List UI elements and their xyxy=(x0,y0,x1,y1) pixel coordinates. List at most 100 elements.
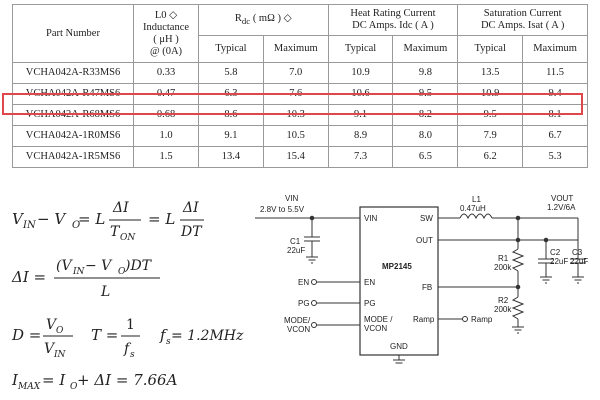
cell-sat-maximum: 5.3 xyxy=(522,146,588,168)
cell-rdc-maximum: 7.6 xyxy=(262,83,329,105)
label-c1-name: C1 xyxy=(290,237,301,246)
cell-sat-typical: 9.5 xyxy=(457,104,524,126)
label-vout: VOUT xyxy=(551,194,573,203)
header-heat-line2: DC Amps. Idc ( A ) xyxy=(352,20,434,31)
label-vin-range: 2.8V to 5.5V xyxy=(260,205,305,214)
header-rdc-sub: dc xyxy=(241,16,251,27)
equation-duty-cycle: D = V O V IN T = 1 f s f s = 1.2MHz xyxy=(11,317,244,360)
eq3-lhs: D = xyxy=(11,326,41,344)
eq3-den: V xyxy=(44,341,56,357)
eq4-end: + ΔI = 7.66A xyxy=(77,371,178,389)
header-rdc: Rdc ( mΩ ) ◇ xyxy=(198,4,329,36)
cell-heat-maximum: 8.2 xyxy=(392,104,459,126)
cell-heat-typical: 10.6 xyxy=(327,83,394,105)
eq3-t-num: 1 xyxy=(126,317,135,333)
eq4-mid: = I xyxy=(42,371,66,389)
pin-out: OUT xyxy=(416,236,433,245)
terminal-mode-label-2: VCON xyxy=(287,325,310,334)
header-heat-maximum: Maximum xyxy=(392,35,459,63)
header-inductance-line4: @ (0A) xyxy=(149,45,183,57)
eq1-eq: = L xyxy=(78,210,105,228)
eq1-den1-sub: ON xyxy=(120,233,136,243)
pin-mode-line1: MODE / xyxy=(364,315,393,324)
header-sat-line1: Saturation Current xyxy=(483,8,562,19)
cell-rdc-typical: 8.6 xyxy=(198,104,264,126)
eq4-lhs-sub: MAX xyxy=(17,382,41,392)
cell-sat-maximum: 6.7 xyxy=(522,125,588,147)
label-r1-value: 200k xyxy=(494,263,512,272)
pin-ramp: Ramp xyxy=(413,315,435,324)
cell-sat-maximum: 8.1 xyxy=(522,104,588,126)
header-rdc-prefix: R xyxy=(234,12,242,24)
eq1-num2: ΔI xyxy=(182,200,199,216)
header-part-number: Part Number xyxy=(12,4,134,63)
cell-rdc-typical: 9.1 xyxy=(198,125,264,147)
cell-heat-typical: 7.3 xyxy=(327,146,394,168)
eq2-num-end: )DT xyxy=(124,258,153,274)
pin-gnd: GND xyxy=(390,342,408,351)
eq2-num: (V xyxy=(56,258,73,274)
cell-sat-maximum: 11.5 xyxy=(522,62,588,84)
cell-rdc-typical: 6.3 xyxy=(198,83,264,105)
cell-sat-typical: 7.9 xyxy=(457,125,524,147)
cell-heat-maximum: 9.8 xyxy=(392,62,459,84)
ic-name: MP2145 xyxy=(382,262,412,271)
header-sat-maximum: Maximum xyxy=(522,35,588,63)
label-vout-value: 1.2V/6A xyxy=(547,203,576,212)
table-row: VCHA042A-1R5MS6 1.5 13.4 15.4 7.3 6.5 6.… xyxy=(12,146,588,168)
cell-part-number: VCHA042A-R33MS6 xyxy=(12,62,134,84)
cell-inductance: 1.5 xyxy=(133,146,199,168)
pin-sw: SW xyxy=(420,214,433,223)
eq1-o-sub: O xyxy=(72,220,80,231)
equations-block: V IN − V O = L ΔI T ON = L ΔI DT ΔI = (V… xyxy=(11,200,244,392)
label-c2-value: 22uF xyxy=(550,257,568,266)
cell-sat-typical: 6.2 xyxy=(457,146,524,168)
eq1-eq2: = L xyxy=(148,210,175,228)
resistor-r2 xyxy=(511,296,525,320)
pin-vin: VIN xyxy=(364,214,378,223)
eq3-num: V xyxy=(46,317,58,333)
terminal-mode-label-1: MODE/ xyxy=(284,316,311,325)
cell-heat-maximum: 8.0 xyxy=(392,125,459,147)
header-inductance-line3: ( μH ) xyxy=(153,33,179,45)
table-row: VCHA042A-R68MS6 0.68 8.6 10.3 9.1 8.2 9.… xyxy=(12,104,588,126)
eq1-den2: DT xyxy=(180,224,203,240)
eq3-fs: f xyxy=(159,326,168,344)
eq1-minus: − V xyxy=(37,210,67,228)
header-rdc-maximum: Maximum xyxy=(262,35,329,63)
cell-sat-typical: 13.5 xyxy=(457,62,524,84)
cell-rdc-maximum: 15.4 xyxy=(262,146,329,168)
cell-heat-typical: 9.1 xyxy=(327,104,394,126)
eq1-lhs: V xyxy=(12,210,25,228)
label-c1-value: 22uF xyxy=(287,246,305,255)
label-c3-name: C3 xyxy=(572,248,583,257)
equation-ripple-current: ΔI = (V IN − V O )DT L xyxy=(11,258,160,300)
header-inductance-line1: L0 ◇ xyxy=(154,9,178,21)
table-row: VCHA042A-R33MS6 0.33 5.8 7.0 10.9 9.8 13… xyxy=(12,62,588,84)
terminal-pg xyxy=(311,300,317,306)
cell-heat-typical: 10.9 xyxy=(327,62,394,84)
terminal-ramp-label: Ramp xyxy=(471,315,493,324)
label-c3-value: 22uF xyxy=(570,257,588,266)
cell-sat-maximum: 9.4 xyxy=(522,83,588,105)
eq2-num-mid: − V xyxy=(85,258,113,274)
cell-sat-typical: 10.9 xyxy=(457,83,524,105)
label-vin: VIN xyxy=(285,194,299,203)
eq1-num1: ΔI xyxy=(112,200,129,216)
terminal-en xyxy=(311,279,317,285)
cell-rdc-typical: 13.4 xyxy=(198,146,264,168)
eq2-num-o: O xyxy=(118,267,126,277)
inductor-spec-table: Part Number L0 ◇ Inductance ( μH ) @ (0A… xyxy=(12,4,588,168)
resistor-r1 xyxy=(511,248,525,272)
header-inductance: L0 ◇ Inductance ( μH ) @ (0A) xyxy=(133,4,199,63)
cell-rdc-maximum: 10.3 xyxy=(262,104,329,126)
terminal-mode xyxy=(311,322,317,328)
table-row: VCHA042A-1R0MS6 1.0 9.1 10.5 8.9 8.0 7.9… xyxy=(12,125,588,147)
header-sat-typical: Typical xyxy=(457,35,524,63)
table-row: VCHA042A-R47MS6 0.47 6.3 7.6 10.6 9.5 10… xyxy=(12,83,588,105)
eq3-den-sub: IN xyxy=(53,350,67,360)
label-c2-name: C2 xyxy=(550,248,561,257)
equation-max-current: I MAX = I O + ΔI = 7.66A xyxy=(11,371,178,392)
cell-inductance: 0.33 xyxy=(133,62,199,84)
terminal-ramp xyxy=(462,316,468,322)
